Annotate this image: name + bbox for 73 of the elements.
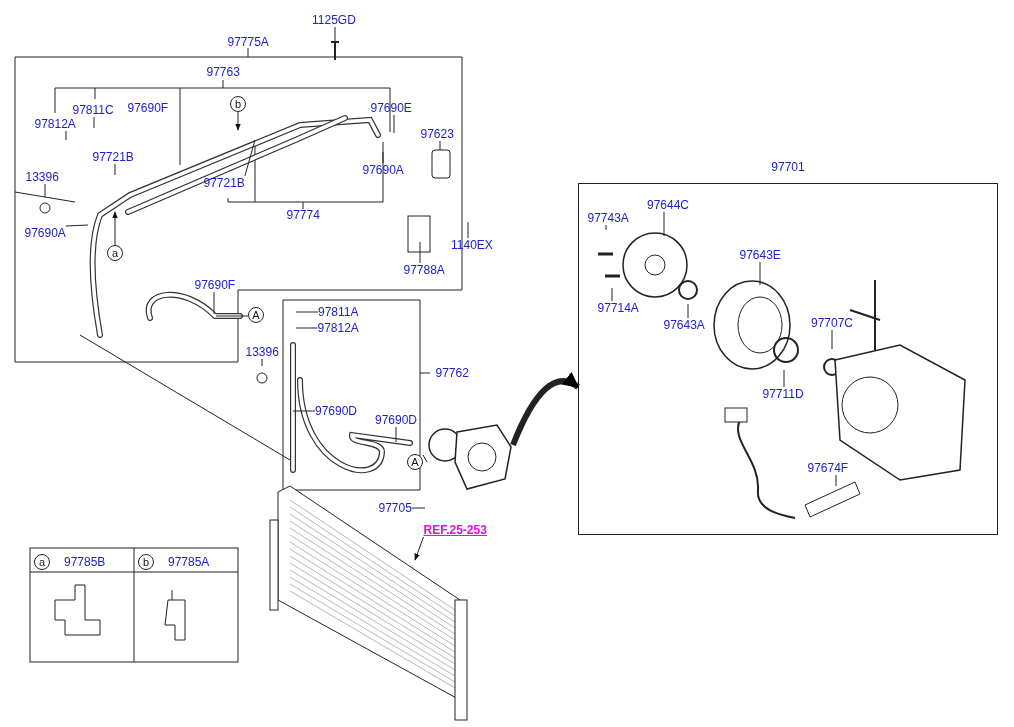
leader-line xyxy=(393,114,395,134)
callout-number: 97711D xyxy=(762,387,804,401)
callout-number: 97774 xyxy=(286,208,320,222)
callout-number: 97623 xyxy=(420,127,454,141)
callout-number: 97690E xyxy=(370,101,412,115)
leader-line xyxy=(44,183,46,198)
arrow xyxy=(112,211,118,246)
leader-line xyxy=(65,130,67,141)
callout-number: 97690A xyxy=(24,226,66,240)
leader-line xyxy=(295,327,318,329)
leader-line xyxy=(411,507,426,509)
circled-letter: a xyxy=(107,245,123,261)
arrow xyxy=(414,536,424,561)
callout-number: 97762 xyxy=(435,366,469,380)
callout-number: 97721B xyxy=(92,150,134,164)
circled-letter: A xyxy=(248,307,264,323)
callout-number: 97690D xyxy=(315,404,358,418)
callout-number: 97705 xyxy=(378,501,412,515)
callout-number: 97674F xyxy=(807,461,849,475)
callout-number: 97812A xyxy=(34,117,76,131)
leader-line xyxy=(244,139,256,177)
callout-number: 97785B xyxy=(64,555,106,569)
leader-line xyxy=(467,221,469,239)
leader-line xyxy=(783,369,785,388)
callout-number: 97721B xyxy=(203,176,245,190)
leader-line xyxy=(835,474,837,487)
leader-line xyxy=(422,454,428,463)
callout-number: 97812A xyxy=(317,321,359,335)
callout-number: 1125GD xyxy=(312,13,356,27)
reference-note: REF.25-253 xyxy=(423,523,487,537)
callout-number: 97690F xyxy=(127,101,169,115)
leader-line xyxy=(382,151,384,164)
leader-line xyxy=(395,426,397,443)
leader-line xyxy=(114,163,116,176)
callout-number: 97707C xyxy=(811,316,854,330)
callout-number: 97690F xyxy=(194,278,236,292)
leader-line xyxy=(611,287,613,302)
leader-line xyxy=(439,140,441,151)
callout-number: 97690A xyxy=(362,163,404,177)
leader-line xyxy=(759,261,761,286)
callout-number: 97643A xyxy=(663,318,705,332)
leader-line xyxy=(261,358,263,367)
callout-number: 97811C xyxy=(72,103,114,117)
callout-number: 97788A xyxy=(403,263,445,277)
leader-line xyxy=(663,211,665,237)
callout-number: 97690D xyxy=(375,413,418,427)
callout-number: 13396 xyxy=(25,170,59,184)
leader-line xyxy=(687,303,689,319)
callout-number: 1140EX xyxy=(451,238,493,252)
circled-letter: b xyxy=(230,96,246,112)
leader-line xyxy=(831,329,833,350)
circled-letter: A xyxy=(407,454,423,470)
leader-line xyxy=(65,224,89,227)
callout-number: 97714A xyxy=(597,301,639,315)
leader-line xyxy=(292,410,316,412)
arrow xyxy=(235,111,241,131)
callout-number: 97743A xyxy=(587,211,629,225)
callout-number: 97643E xyxy=(739,248,781,262)
callout-number: 97785A xyxy=(168,555,210,569)
leader-line xyxy=(334,26,336,43)
leader-line xyxy=(215,315,249,317)
callout-number: 97644C xyxy=(647,198,690,212)
callout-number: 97775A xyxy=(227,35,269,49)
leader-line xyxy=(295,311,319,313)
callout-number: 97701 xyxy=(770,160,806,174)
leader-line xyxy=(419,241,421,264)
callout-number: 97811A xyxy=(318,305,359,319)
leader-line xyxy=(93,116,95,129)
callout-number: 13396 xyxy=(245,345,279,359)
leader-line xyxy=(605,224,607,231)
leader-line xyxy=(213,291,215,315)
arrow xyxy=(510,372,580,447)
callout-number: 97763 xyxy=(206,65,240,79)
